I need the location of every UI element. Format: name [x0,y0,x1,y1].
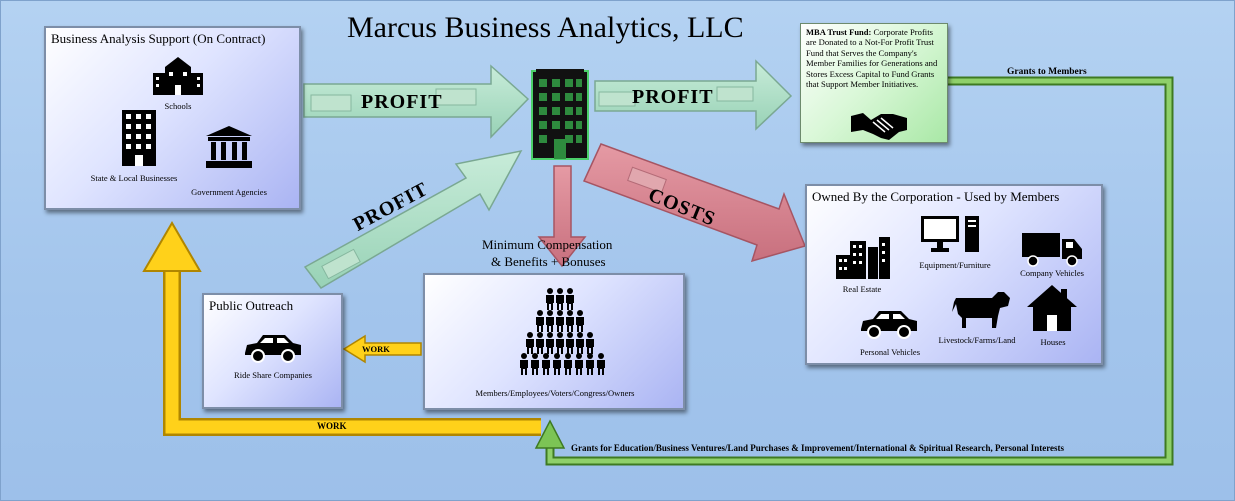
trust-fund-body: Corporate Profits are Donated to a Not-F… [806,27,938,90]
owned-header: Owned By the Corporation - Used by Membe… [812,189,1060,204]
computer-icon [921,216,979,252]
work-small-label: WORK [362,344,390,354]
people-pyramid-icon [520,288,605,375]
company-vehicles-label: Company Vehicles [1020,268,1084,278]
handshake-icon [851,113,907,140]
personal-vehicles-label: Personal Vehicles [859,347,921,357]
business-support-header: Business Analysis Support (On Contract) [51,31,266,46]
work-loop-arrow [142,221,541,436]
owned-box: Owned By the Corporation - Used by Membe… [805,184,1103,365]
livestock-label: Livestock/Farms/Land [938,335,1016,345]
costs-arrow-down [537,165,587,268]
equipment-label: Equipment/Furniture [919,260,991,270]
school-icon [153,57,203,95]
business-support-box: Business Analysis Support (On Contract) … [44,26,301,210]
house-icon [1027,285,1077,331]
tower-building-icon [531,69,589,160]
members-box: Members/Employees/Voters/Congress/Owners [423,273,685,410]
work-small-arrow [342,334,422,364]
office-building-icon [122,110,156,166]
government-label: Government Agencies [191,187,267,197]
grants-to-members-label: Grants to Members [1007,67,1087,77]
cow-icon [952,292,1010,328]
houses-label: Houses [1040,337,1066,347]
page-title: Marcus Business Analytics, LLC [347,11,744,44]
profit-arrow-top-left [303,64,530,139]
profit-arrow-diagonal [303,149,523,289]
city-buildings-icon [836,237,890,279]
car-icon [861,311,917,339]
grants-bottom-label: Grants for Education/Business Ventures/L… [571,443,1065,453]
public-outreach-box: Public Outreach Ride Share Companies [202,293,343,409]
state-local-label: State & Local Businesses [90,173,178,183]
profit-label-2: PROFIT [632,86,714,108]
government-building-icon [206,126,252,168]
truck-icon [1022,233,1082,267]
grants-arrow [534,76,1174,466]
trust-fund-heading: MBA Trust Fund: [806,27,872,37]
work-bottom-label: WORK [317,421,347,431]
compensation-line2: & Benefits + Bonuses [491,254,606,269]
costs-arrow [582,143,807,263]
real-estate-label: Real Estate [842,284,882,294]
profit-label-1: PROFIT [361,91,443,113]
car-icon [245,335,301,363]
profit-arrow-top-right [594,59,793,131]
trust-fund-box: MBA Trust Fund: Corporate Profits are Do… [800,23,948,143]
members-label: Members/Employees/Voters/Congress/Owners [475,388,635,398]
ride-share-label: Ride Share Companies [234,370,312,380]
public-outreach-header: Public Outreach [209,298,294,313]
trust-fund-text: MBA Trust Fund: Corporate Profits are Do… [806,27,944,89]
compensation-line1: Minimum Compensation [482,237,613,252]
schools-label: Schools [164,101,192,111]
